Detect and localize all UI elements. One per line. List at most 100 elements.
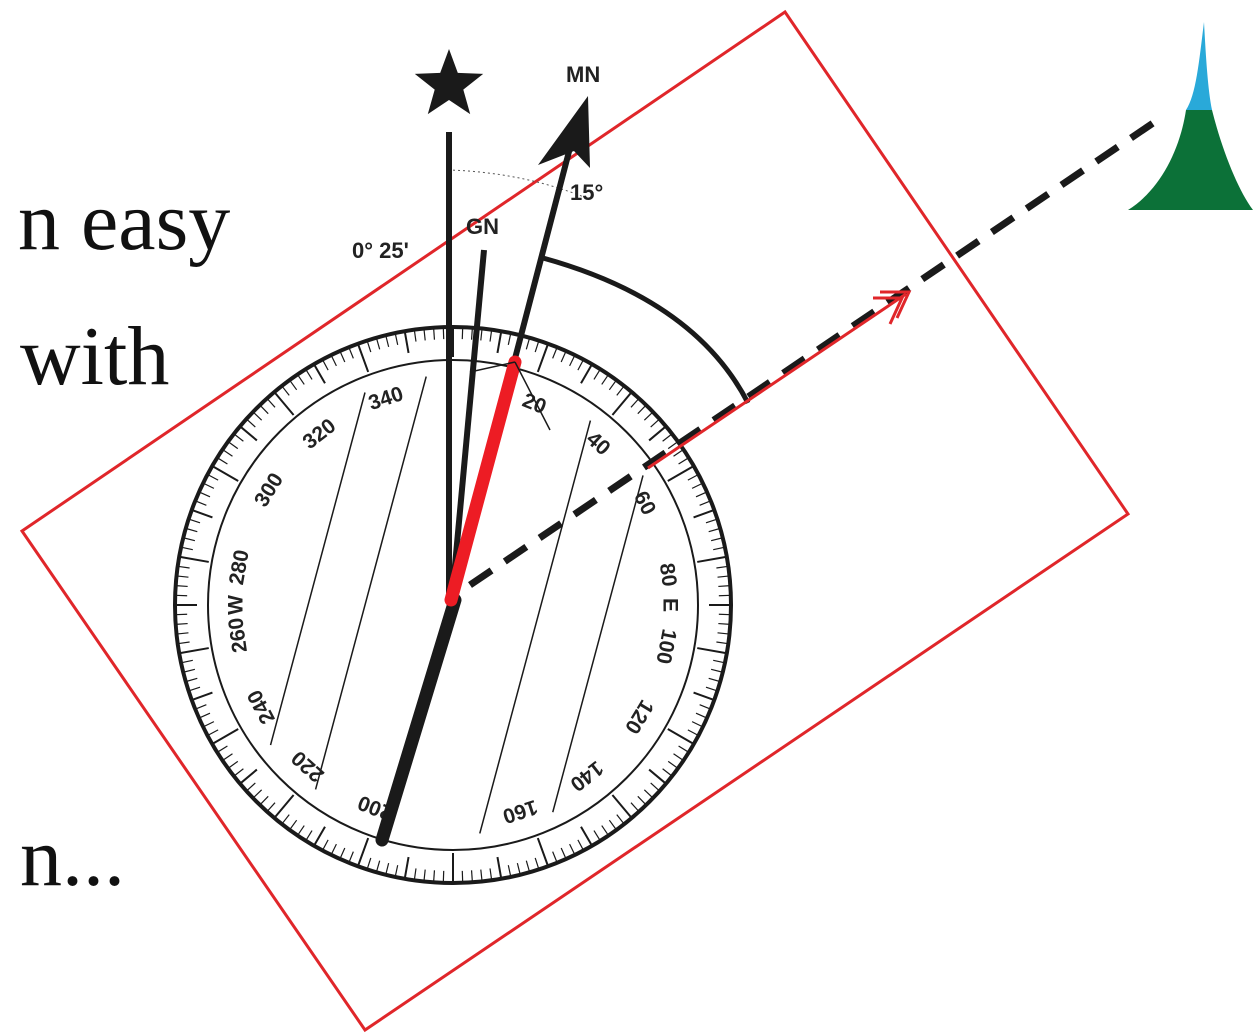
dial-tick bbox=[266, 802, 276, 812]
arrowhead-chevron-1 bbox=[880, 290, 912, 319]
dial-tick bbox=[227, 760, 239, 769]
dial-label: 260 bbox=[224, 616, 252, 654]
dial-tick bbox=[534, 857, 540, 870]
dial-tick bbox=[716, 565, 729, 569]
bearing-dashed-line bbox=[468, 112, 1167, 588]
dial-tick bbox=[305, 830, 313, 842]
dial-tick bbox=[516, 862, 521, 875]
dial-tick bbox=[693, 691, 715, 702]
dial-tick bbox=[695, 712, 708, 719]
dial-tick bbox=[433, 327, 436, 340]
dial-tick bbox=[297, 374, 305, 385]
dial-tick bbox=[687, 729, 699, 737]
dial-tick bbox=[710, 668, 723, 673]
label-magnetic-north: MN bbox=[566, 62, 600, 87]
dial-tick bbox=[239, 425, 258, 442]
dial-tick bbox=[648, 425, 667, 442]
slide-text-line-3: n... bbox=[20, 811, 125, 904]
dial-tick bbox=[705, 518, 718, 524]
dial-label: 160 bbox=[500, 795, 540, 828]
dial-tick bbox=[266, 398, 276, 408]
dial-tick bbox=[216, 745, 228, 753]
dial-tick bbox=[608, 379, 617, 391]
dial-tick bbox=[662, 433, 673, 442]
dial-tick bbox=[176, 632, 189, 635]
dial-tick bbox=[697, 647, 727, 655]
dial-tick bbox=[176, 575, 189, 578]
dial-tick bbox=[708, 677, 721, 683]
dial-tick bbox=[716, 641, 729, 645]
dial-tick bbox=[423, 328, 426, 341]
dial-tick bbox=[637, 404, 647, 415]
needle-north bbox=[444, 355, 522, 607]
dial-tick bbox=[667, 441, 679, 450]
dial-tick bbox=[525, 860, 531, 873]
dial-tick bbox=[489, 329, 493, 342]
dial-tick bbox=[710, 537, 723, 542]
dial-tick bbox=[183, 668, 196, 673]
dial-tick bbox=[180, 659, 193, 664]
dial-tick bbox=[321, 359, 329, 371]
dial-tick bbox=[321, 839, 329, 851]
dial-tick bbox=[678, 457, 690, 465]
dial-tick bbox=[717, 575, 730, 578]
dial-tick bbox=[252, 411, 263, 421]
dial-tick bbox=[305, 368, 313, 380]
dial-tick bbox=[643, 789, 654, 799]
dial-tick bbox=[577, 839, 585, 851]
dial-tick bbox=[356, 343, 370, 373]
dial-tick bbox=[534, 340, 540, 353]
dial-tick bbox=[385, 335, 390, 348]
dial-tick bbox=[630, 398, 640, 408]
dial-tick bbox=[216, 457, 228, 465]
dial-tick bbox=[480, 328, 483, 341]
orienting-line bbox=[314, 376, 427, 790]
dial-tick bbox=[207, 729, 219, 737]
dial-tick bbox=[433, 870, 436, 883]
dial-tick bbox=[191, 508, 213, 519]
dial-tick bbox=[643, 411, 654, 421]
dial-label: 280 bbox=[225, 548, 254, 587]
dial-tick bbox=[560, 350, 567, 363]
dial-label: 60 bbox=[629, 487, 660, 518]
dial-tick bbox=[202, 482, 215, 489]
star-icon bbox=[414, 49, 484, 115]
dial-tick bbox=[246, 782, 256, 792]
dial-tick bbox=[403, 856, 410, 879]
dial-tick bbox=[650, 782, 660, 792]
dial-tick bbox=[179, 647, 209, 655]
dial-tick bbox=[330, 354, 337, 367]
dial-label: 140 bbox=[566, 756, 608, 796]
dial-tick bbox=[281, 385, 290, 396]
dial-tick bbox=[289, 819, 298, 831]
dial-tick bbox=[289, 379, 298, 391]
dial-tick bbox=[507, 332, 512, 345]
dial-tick bbox=[496, 856, 503, 879]
dial-tick bbox=[356, 837, 370, 867]
dial-tick bbox=[259, 795, 269, 806]
dial-tick bbox=[673, 449, 684, 457]
dial-tick bbox=[375, 860, 381, 873]
dial-tick bbox=[233, 433, 244, 442]
dial-tick bbox=[348, 851, 354, 863]
dial-ticks bbox=[175, 327, 731, 883]
dial-tick bbox=[313, 363, 326, 384]
dial-tick bbox=[202, 721, 215, 728]
dial-tick bbox=[183, 537, 196, 542]
dial-tick bbox=[259, 404, 269, 415]
leader-line-b bbox=[514, 361, 551, 431]
dial-tick bbox=[601, 825, 609, 836]
dial-tick bbox=[423, 869, 426, 882]
orienting-line bbox=[552, 475, 644, 813]
needle-south bbox=[375, 593, 462, 847]
dial-tick bbox=[239, 768, 258, 785]
dial-tick bbox=[678, 745, 690, 753]
dial-tick bbox=[699, 500, 711, 506]
dial-tick bbox=[611, 794, 633, 819]
dial-tick bbox=[662, 768, 673, 777]
dial-label: 120 bbox=[620, 696, 658, 738]
label-grid-north: GN bbox=[466, 214, 499, 239]
dial-tick bbox=[480, 869, 483, 882]
dial-tick bbox=[496, 331, 503, 354]
dial-tick bbox=[691, 721, 704, 728]
